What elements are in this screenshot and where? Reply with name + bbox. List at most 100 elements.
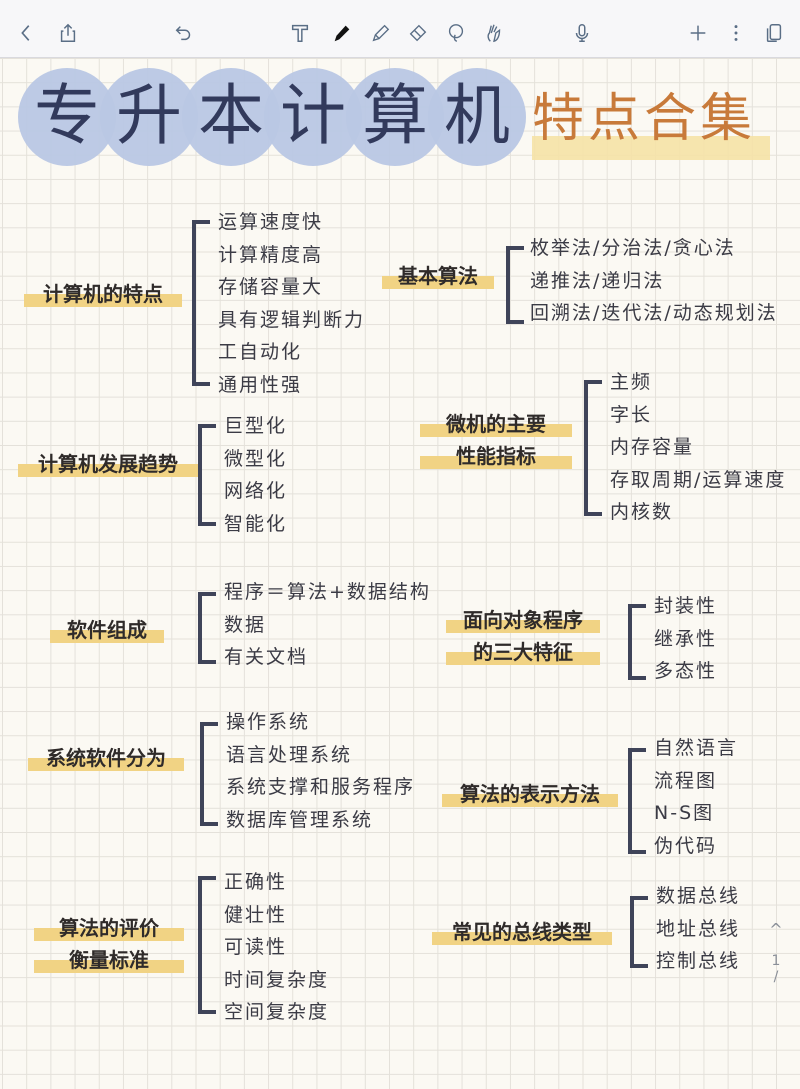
list-item: 通用性强	[218, 373, 303, 396]
more-vertical-icon[interactable]	[724, 21, 748, 45]
list-item: 字长	[610, 403, 653, 426]
topic-label: 计算机发展趋势	[18, 448, 198, 480]
list-item: 微型化	[224, 447, 288, 470]
highlighter-icon[interactable]	[368, 21, 392, 45]
list-item: 内存容量	[610, 436, 695, 458]
topic-items: 正确性 健壮性 可读性 时间复杂度 空间复杂度	[224, 866, 329, 1029]
bracket	[506, 246, 524, 324]
list-item: 自然语言	[654, 737, 739, 759]
bracket	[198, 592, 216, 664]
topic-items: 程序＝算法+数据结构 数据 有关文档	[224, 576, 431, 674]
page-up-button[interactable]: ^	[769, 920, 783, 939]
list-item: 健壮性	[224, 903, 288, 926]
list-item: 多态性	[654, 660, 718, 682]
title-circle	[264, 68, 362, 166]
topic-items: 操作系统 语言处理系统 系统支撑和服务程序 数据库管理系统	[226, 706, 415, 836]
title-circle	[18, 68, 116, 166]
list-item: 内核数	[610, 501, 674, 523]
list-item: 运算速度快	[218, 211, 324, 233]
microphone-icon[interactable]	[570, 21, 594, 45]
list-item: 控制总线	[656, 950, 741, 972]
toolbar	[0, 0, 800, 58]
pages-icon[interactable]	[762, 21, 786, 45]
list-item: N-S图	[654, 802, 715, 824]
topic-label: 软件组成	[50, 614, 164, 646]
list-item: 语言处理系统	[226, 743, 353, 766]
list-item: 工自动化	[218, 341, 303, 363]
bracket	[630, 896, 648, 968]
title-circle	[182, 68, 280, 166]
topic-label: 算法的表示方法	[442, 778, 618, 810]
title-circle	[428, 68, 526, 166]
list-item: 程序＝算法+数据结构	[224, 581, 431, 603]
list-item: 系统支撑和服务程序	[226, 776, 416, 798]
list-item: 封装性	[654, 595, 718, 617]
bracket	[200, 722, 218, 826]
bracket	[192, 220, 210, 386]
pen-icon[interactable]	[330, 21, 354, 45]
list-item: 可读性	[224, 936, 288, 958]
title-char: 机	[444, 77, 510, 154]
list-item: 枚举法/分治法/贪心法	[530, 237, 736, 259]
topic-items: 枚举法/分治法/贪心法 递推法/递归法 回溯法/迭代法/动态规划法	[530, 232, 778, 330]
topic-items: 自然语言 流程图 N-S图 伪代码	[654, 732, 738, 862]
list-item: 地址总线	[656, 917, 741, 940]
page-down-button[interactable]: /	[773, 969, 779, 985]
topic-label: 系统软件分为	[28, 742, 184, 774]
topic-label: 面向对象程序 的三大特征	[446, 604, 600, 668]
list-item: 时间复杂度	[224, 968, 330, 991]
list-item: 存取周期/运算速度	[610, 468, 787, 491]
topic-items: 运算速度快 计算精度高 存储容量大 具有逻辑判断力 工自动化 通用性强	[218, 206, 365, 401]
undo-icon[interactable]	[172, 21, 196, 45]
title-char: 专	[34, 77, 100, 154]
title-circle	[346, 68, 444, 166]
share-icon[interactable]	[56, 21, 80, 45]
title-char: 计	[280, 77, 346, 154]
list-item: 存储容量大	[218, 276, 324, 298]
list-item: 伪代码	[654, 834, 718, 857]
list-item: 递推法/递归法	[530, 269, 665, 292]
title-char: 升	[116, 77, 182, 154]
eraser-icon[interactable]	[406, 21, 430, 45]
hand-touch-icon[interactable]	[482, 21, 506, 45]
topic-label: 微机的主要 性能指标	[420, 408, 572, 472]
topic-label: 基本算法	[382, 260, 494, 292]
list-item: 计算精度高	[218, 243, 324, 266]
bracket	[628, 604, 646, 680]
page-number: 1	[771, 953, 781, 969]
text-tool-icon[interactable]	[288, 21, 312, 45]
chevron-left-icon[interactable]	[14, 21, 38, 45]
bracket	[584, 380, 602, 516]
list-item: 主频	[610, 371, 653, 393]
bracket	[198, 424, 216, 526]
topic-items: 主频 字长 内存容量 存取周期/运算速度 内核数	[610, 366, 786, 529]
topic-items: 巨型化 微型化 网络化 智能化	[224, 410, 287, 540]
page-navigator: ^ 1 /	[764, 920, 788, 985]
bracket	[198, 876, 216, 1014]
list-item: 有关文档	[224, 646, 309, 668]
list-item: 操作系统	[226, 711, 311, 733]
topic-label: 常见的总线类型	[432, 916, 612, 948]
list-item: 回溯法/迭代法/动态规划法	[530, 302, 778, 324]
list-item: 具有逻辑判断力	[218, 308, 366, 331]
topic-items: 数据总线 地址总线 控制总线	[656, 880, 740, 978]
subtitle-highlight	[532, 136, 770, 160]
plus-icon[interactable]	[686, 21, 710, 45]
topic-label: 计算机的特点	[24, 278, 182, 310]
list-item: 数据库管理系统	[226, 808, 374, 831]
lasso-icon[interactable]	[444, 21, 468, 45]
list-item: 数据	[224, 613, 267, 636]
topic-label: 算法的评价 衡量标准	[34, 912, 184, 976]
bracket	[628, 748, 646, 854]
list-item: 空间复杂度	[224, 1001, 330, 1023]
list-item: 正确性	[224, 871, 288, 893]
list-item: 继承性	[654, 627, 718, 650]
list-item: 智能化	[224, 512, 288, 535]
title-char: 算	[362, 77, 428, 154]
list-item: 网络化	[224, 480, 288, 502]
note-page[interactable]: 专 升 本 计 算 机 特点合集 计算机的特点 运算速度快 计算精度高 存储容量…	[0, 58, 800, 1089]
list-item: 数据总线	[656, 885, 741, 907]
list-item: 巨型化	[224, 415, 288, 437]
list-item: 流程图	[654, 769, 718, 792]
topic-items: 封装性 继承性 多态性	[654, 590, 717, 688]
